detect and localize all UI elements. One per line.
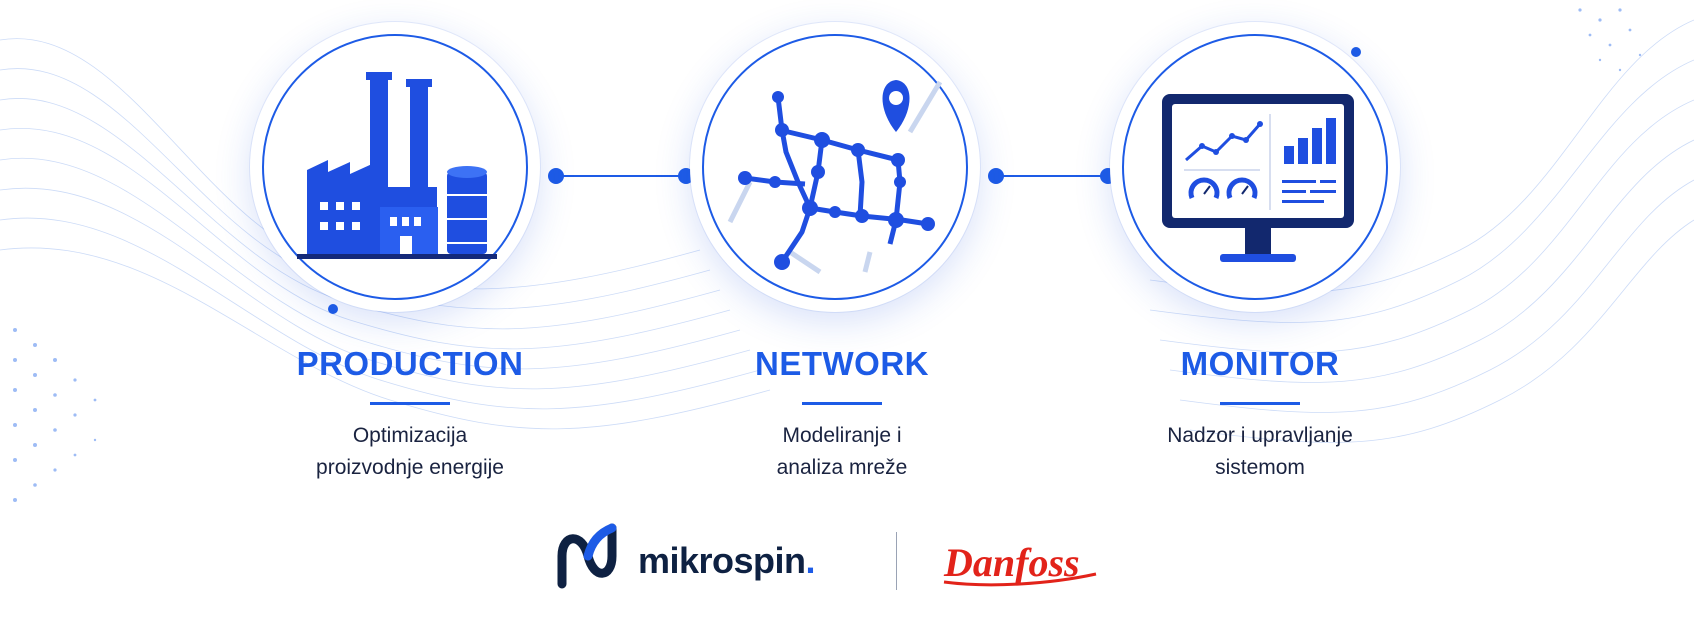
title-underline <box>802 402 882 405</box>
mikrospin-logo-icon <box>557 523 617 589</box>
step-desc-monitor: Nadzor i upravljanje sistemom <box>1167 424 1353 479</box>
production-circle <box>250 22 540 312</box>
title-underline <box>370 402 450 405</box>
logo-divider <box>896 532 897 590</box>
mikrospin-wordmark: mikrospin. <box>638 540 816 581</box>
network-circle <box>690 22 980 312</box>
monitor-circle <box>1110 22 1400 312</box>
step-title-network: NETWORK <box>755 345 929 382</box>
map-pin-icon <box>882 80 910 132</box>
svg-text:Danfoss: Danfoss <box>943 540 1080 585</box>
step-title-production: PRODUCTION <box>296 345 524 382</box>
step-desc-network: Modeliranje i analiza mreže <box>776 424 908 479</box>
step-desc-production: Optimizacija proizvodnje energije <box>316 424 504 479</box>
network-map-icon <box>727 80 943 275</box>
danfoss-logo: Danfoss <box>943 540 1097 587</box>
factory-icon <box>297 72 497 259</box>
step-title-monitor: MONITOR <box>1180 345 1340 382</box>
title-underline <box>1220 402 1300 405</box>
monitor-dashboard-icon <box>1162 94 1354 262</box>
